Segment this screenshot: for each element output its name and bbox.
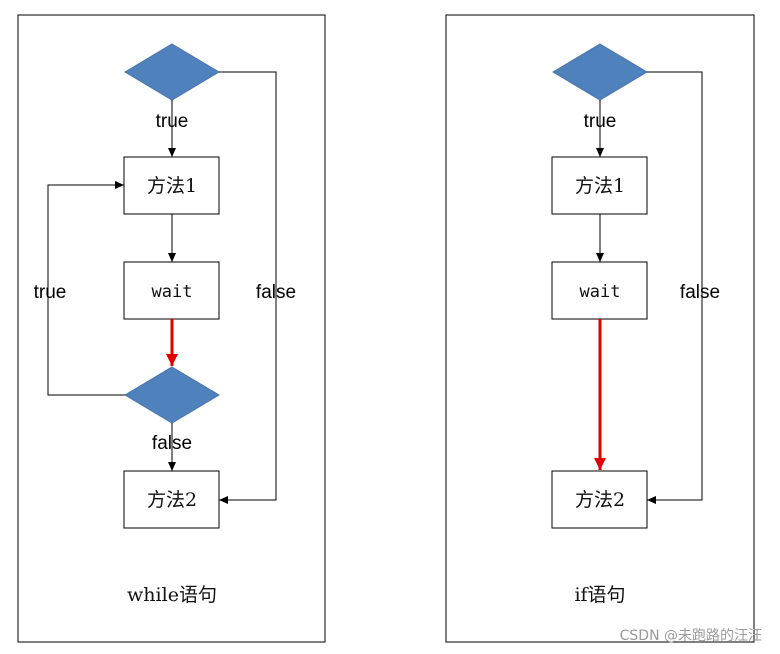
while-panel: true 方法1 wait true false false 方法2 while… [17, 14, 326, 643]
while-label-true-loop: true [34, 282, 67, 303]
if-edge-entry-false [647, 71, 703, 504]
while-edge-entry-false [219, 71, 277, 504]
while-wait-box [123, 261, 220, 320]
while-edge-loop-true [47, 181, 125, 396]
if-label-false-side: false [680, 282, 720, 303]
if-label-true-top: true [584, 111, 617, 132]
while-wait-label: wait [152, 282, 193, 302]
if-wait-box [551, 261, 648, 320]
while-label-true-top: true [156, 111, 189, 132]
while-label-false-bottom: false [152, 433, 192, 454]
while-caption: while语句 [127, 584, 217, 606]
if-method2-box [551, 470, 648, 529]
while-recheck-decision [124, 366, 220, 424]
while-method1-label: 方法1 [147, 175, 197, 197]
if-method1-label: 方法1 [575, 175, 625, 197]
if-method2-label: 方法2 [575, 489, 625, 511]
while-label-false-side: false [256, 282, 296, 303]
if-panel-frame [445, 14, 755, 643]
while-method2-label: 方法2 [147, 489, 197, 511]
if-panel: true 方法1 wait false 方法2 if语句 [445, 14, 755, 643]
while-entry-decision [124, 43, 220, 101]
if-wait-label: wait [580, 282, 621, 302]
while-panel-frame [17, 14, 326, 643]
if-method1-box [551, 156, 648, 215]
watermark: CSDN @未跑路的汪汪 [620, 628, 762, 644]
if-caption: if语句 [574, 584, 625, 606]
while-method2-box [123, 470, 220, 529]
if-entry-decision [552, 43, 648, 101]
